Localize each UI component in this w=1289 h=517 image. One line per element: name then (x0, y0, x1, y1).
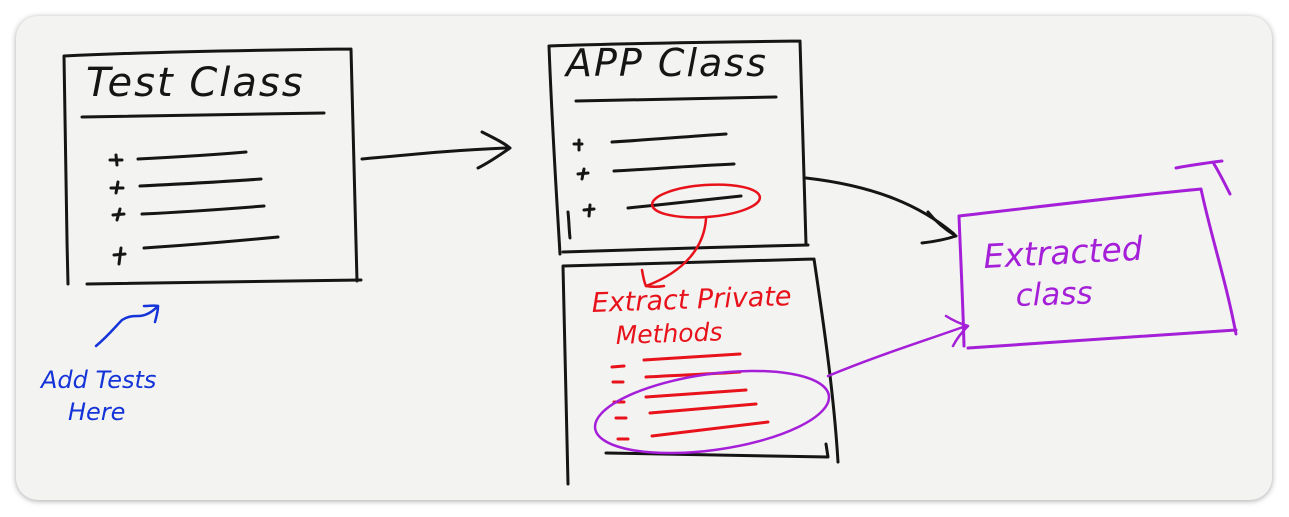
private-methods-label-line1: Extract Private (591, 281, 792, 319)
extract-class-highlight (593, 369, 831, 455)
test-class-title: Test Class (86, 60, 305, 106)
private-methods-box (561, 257, 840, 486)
private-method-3 (612, 388, 748, 404)
extract-class-marker (593, 314, 970, 455)
app-class-member-2 (576, 162, 736, 181)
extract-private-arrow-shaft (644, 217, 708, 288)
app-class-member-1 (572, 132, 728, 152)
extracted-class-label-line2: class (1015, 275, 1093, 314)
add-tests-note-arrow (94, 304, 160, 348)
app-class-outline (547, 39, 810, 256)
extracted-class-box (957, 159, 1238, 350)
extract-private-arrow-head (640, 268, 666, 288)
add-tests-note-line2: Here (68, 398, 125, 426)
test-class-box (62, 47, 363, 286)
test-class-member-3 (111, 204, 266, 222)
private-methods-label-line2: Methods (615, 317, 723, 350)
arrow-app-to-extracted-head (920, 210, 958, 245)
add-tests-arrow-shaft (94, 304, 160, 348)
private-method-4 (614, 402, 758, 420)
arrow-test-to-app-shaft (360, 146, 508, 161)
add-tests-note-line1: Add Tests (39, 366, 156, 394)
extract-class-arrow-head (944, 314, 970, 348)
app-class-member-3 (566, 194, 743, 240)
extracted-class-outline (957, 187, 1238, 350)
extracted-class-corner-mark (1174, 159, 1232, 196)
private-method-lines (610, 352, 770, 441)
app-class-title: APP Class (563, 41, 768, 85)
arrow-app-to-extracted-shaft (804, 176, 956, 236)
arrow-test-to-app-head (476, 130, 512, 170)
private-method-1 (610, 352, 742, 369)
whiteboard-sketch: Test Class APP Class Extract Private Met… (39, 39, 1238, 486)
extract-private-marker (640, 183, 762, 288)
test-class-member-4 (112, 235, 280, 266)
private-member-highlight (650, 183, 762, 219)
add-tests-arrow-head (142, 304, 160, 324)
arrow-app-to-extracted (804, 176, 958, 245)
test-class-member-1 (108, 150, 248, 167)
test-class-member-2 (109, 177, 263, 195)
test-class-outline (62, 47, 363, 286)
extract-class-arrow-shaft (826, 324, 968, 378)
whiteboard-frame: Test Class APP Class Extract Private Met… (16, 16, 1272, 500)
extracted-class-label-line1: Extracted (982, 229, 1144, 276)
private-methods-outline (561, 257, 840, 486)
app-class-box (547, 39, 810, 256)
test-class-title-divider (80, 111, 326, 119)
app-class-title-divider (574, 95, 778, 103)
private-method-5 (616, 420, 770, 441)
arrow-test-to-app (360, 130, 512, 170)
